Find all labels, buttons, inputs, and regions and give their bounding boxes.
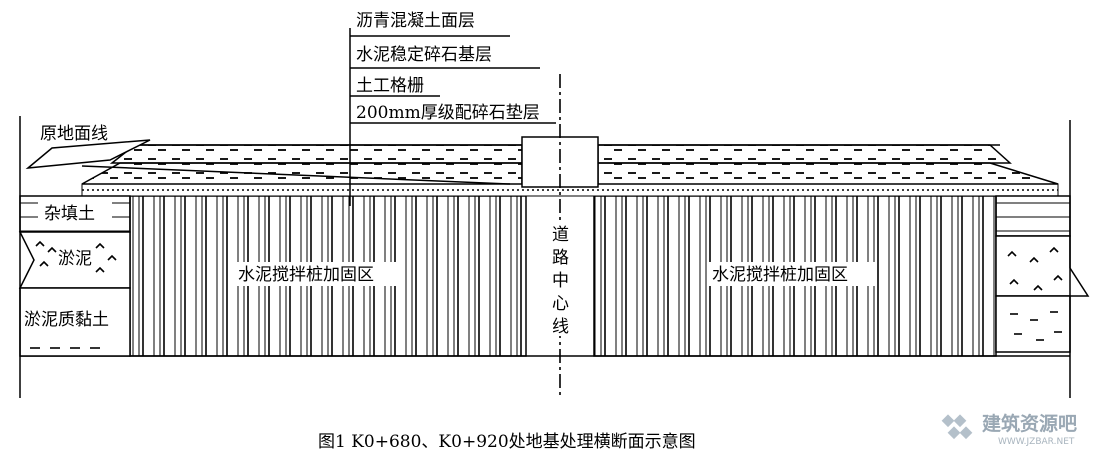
mud-marks-right — [1007, 246, 1063, 341]
mud-marks-left — [30, 240, 117, 349]
label-mud: 淤泥 — [58, 249, 92, 269]
watermark-name: 建筑资源吧 — [982, 412, 1077, 435]
label-zone-right: 水泥搅拌桩加固区 — [712, 265, 848, 285]
centerline-label: 道 路 中 心 线 — [552, 225, 569, 337]
label-cushion: 200mm厚级配碎石垫层 — [356, 103, 540, 123]
asphalt-surface-right — [597, 144, 1012, 164]
zone-label-bg-left — [234, 262, 402, 286]
cement-base-layer-right — [597, 162, 1059, 185]
zone-label-bg-right — [708, 262, 876, 286]
original-ground-line — [81, 165, 511, 185]
cement-base-layer — [81, 162, 523, 185]
label-cement-base: 水泥稳定碎石基层 — [356, 45, 492, 65]
centerline-char: 线 — [552, 317, 569, 337]
label-asphalt: 沥青混凝土面层 — [356, 11, 475, 31]
label-geogrid: 土工格栅 — [356, 76, 424, 96]
fill-soil-label-bg — [38, 200, 112, 226]
asphalt-surface-left — [109, 144, 523, 164]
centerline-char: 中 — [552, 271, 569, 291]
clay-left — [19, 287, 131, 357]
figure-caption: 图1 K0+680、K0+920处地基处理横断面示意图 — [318, 432, 696, 452]
centerline-char: 道 — [552, 225, 569, 245]
clay-right — [995, 295, 1071, 353]
centerline-char: 心 — [552, 294, 569, 314]
label-clay: 淤泥质黏土 — [24, 310, 109, 330]
label-fill-soil: 杂填土 — [44, 204, 95, 224]
centerline-char: 路 — [552, 248, 569, 268]
watermark: 建筑资源吧 WWW.JZBAR.NET — [941, 412, 1077, 447]
watermark-url: WWW.JZBAR.NET — [998, 437, 1075, 447]
label-original-ground: 原地面线 — [40, 124, 108, 144]
label-zone-left: 水泥搅拌桩加固区 — [238, 265, 374, 285]
mud-right — [995, 235, 1090, 297]
fill-soil-right — [995, 195, 1071, 237]
centerline-label-bg — [546, 220, 574, 336]
watermark-logo-icon — [941, 414, 973, 440]
original-ground-arrow — [25, 139, 151, 169]
